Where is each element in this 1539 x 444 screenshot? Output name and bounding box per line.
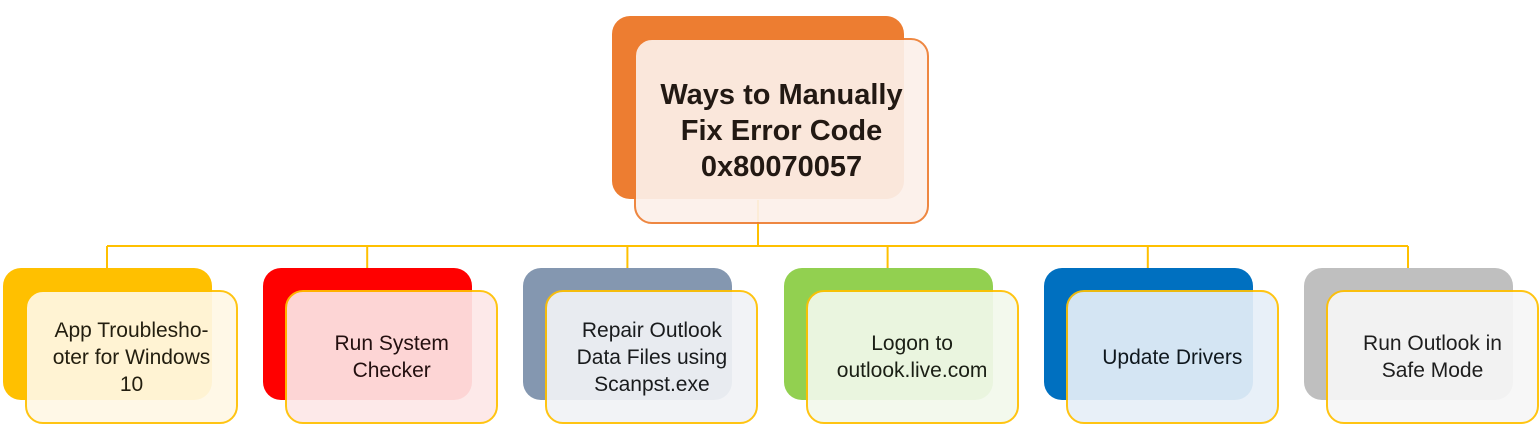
child-node-label-line: Run System [334, 332, 449, 355]
child-node-label: Logon to outlook.live.com [827, 330, 997, 384]
child-node: Logon to outlook.live.com [805, 290, 1019, 424]
root-node: Ways to Manually Fix Error Code 0x800700… [634, 38, 929, 224]
child-node-label-line: Checker [352, 359, 431, 382]
root-title: Ways to Manually Fix Error Code 0x800700… [652, 77, 912, 185]
child-node-label-line: Repair Outlook [581, 318, 722, 342]
child-node-label-line: Safe Mode [1381, 359, 1484, 382]
child-node: App Troublesho-oter for Windows 10 [25, 290, 238, 424]
child-node-label-line: App Troublesho- [54, 318, 209, 342]
child-node-label: App Troublesho-oter for Windows 10 [47, 317, 217, 398]
root-title-line: Ways to Manually [660, 79, 903, 111]
child-node-label-line: Run Outlook in [1363, 332, 1502, 355]
child-node-label-line: Data Files using [576, 345, 728, 369]
child-node-label-line: oter for Windows [52, 345, 211, 369]
child-node-label: Run Outlook in Safe Mode [1348, 330, 1518, 384]
child-node: Update Drivers [1065, 290, 1279, 424]
child-node-label-line: 10 [119, 372, 144, 396]
child-node-label: Update Drivers [1087, 344, 1257, 371]
child-node-label-line: Update Drivers [1102, 345, 1243, 369]
child-node: Run Outlook in Safe Mode [1326, 290, 1539, 424]
child-node-label-line: Logon to [871, 332, 953, 355]
child-node-label-line: Scanpst.exe [594, 372, 710, 396]
root-title-line: 0x80070057 [700, 151, 863, 183]
child-node-label-line: outlook.live.com [836, 359, 988, 382]
root-title-line: Fix Error Code [680, 115, 883, 147]
